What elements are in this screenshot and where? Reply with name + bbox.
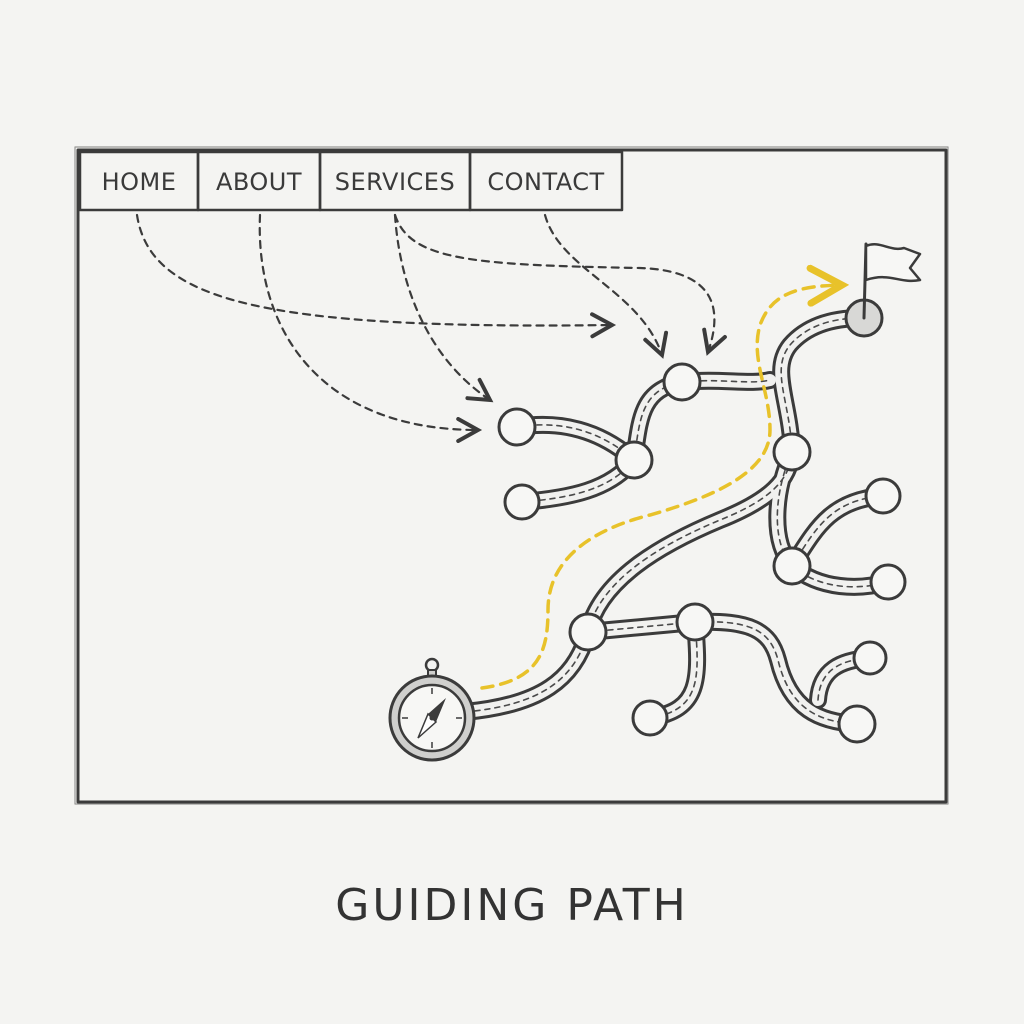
nav-connectors	[135, 213, 727, 443]
nav-tab-home[interactable]: HOME	[78, 150, 200, 212]
nav-tab-services[interactable]: SERVICES	[318, 150, 472, 212]
connector-about	[258, 213, 483, 443]
connector-contact	[543, 213, 669, 359]
connector-services-b	[393, 213, 727, 356]
connector-services-a	[393, 213, 494, 403]
guiding-route-highlight	[480, 285, 842, 690]
browser-window-frame	[74, 146, 949, 805]
diagram-caption: GUIDING PATH	[335, 880, 689, 931]
route-node[interactable]	[675, 602, 715, 642]
route-node[interactable]	[864, 477, 902, 515]
route-nodes	[497, 298, 907, 744]
nav-tab-services-label: SERVICES	[335, 168, 455, 196]
route-node[interactable]	[568, 612, 608, 652]
route-node[interactable]	[497, 407, 537, 447]
connector-home	[135, 213, 617, 339]
route-node[interactable]	[837, 704, 877, 744]
route-node[interactable]	[852, 640, 888, 676]
nav-bar: HOME ABOUT SERVICES CONTACT	[78, 150, 624, 212]
route-node[interactable]	[772, 432, 812, 472]
route-node[interactable]	[614, 440, 654, 480]
route-node[interactable]	[869, 563, 907, 601]
nav-tab-about[interactable]: ABOUT	[196, 150, 322, 212]
route-node[interactable]	[503, 483, 541, 521]
route-node[interactable]	[631, 699, 669, 737]
compass-icon	[388, 657, 476, 762]
nav-tab-contact-label: CONTACT	[487, 168, 604, 196]
nav-tab-home-label: HOME	[102, 168, 177, 196]
nav-tab-about-label: ABOUT	[216, 168, 302, 196]
flag-icon	[862, 242, 922, 320]
route-node[interactable]	[662, 362, 702, 402]
nav-tab-contact[interactable]: CONTACT	[468, 150, 624, 212]
route-node[interactable]	[772, 546, 812, 586]
